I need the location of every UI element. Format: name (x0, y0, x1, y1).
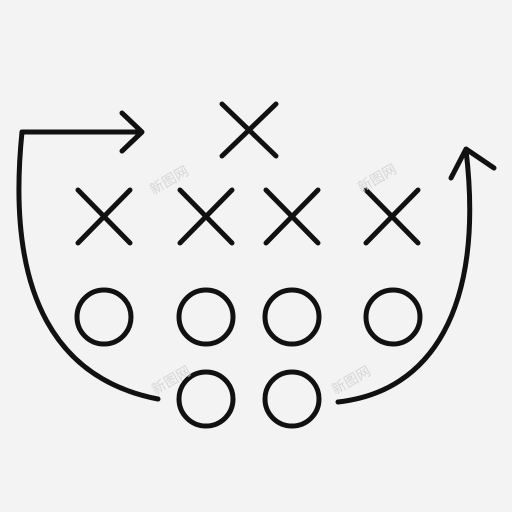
x-marker-icon (177, 187, 235, 246)
left-curved-arrow-icon (16, 110, 161, 402)
o-marker-icon (176, 287, 236, 347)
x-marker-icon (219, 101, 279, 159)
x-marker-icon (363, 187, 421, 246)
o-marker-icon (363, 287, 423, 347)
o-marker-icon (176, 369, 236, 429)
o-marker-icon (262, 287, 322, 347)
x-marker-icon (263, 187, 321, 246)
o-marker-icon (74, 287, 134, 347)
o-marker-icon (262, 369, 322, 429)
right-curved-arrow-icon (335, 146, 497, 405)
x-marker-icon (75, 187, 133, 246)
